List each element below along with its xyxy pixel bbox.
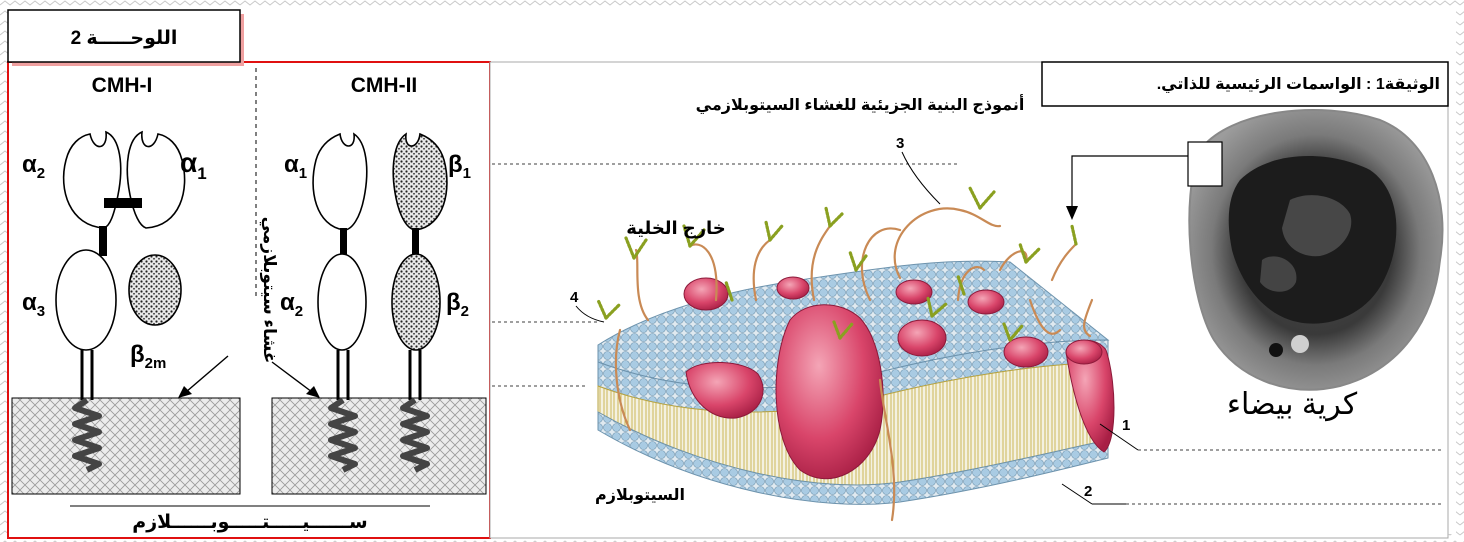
cmh2-a1-domain [313, 134, 367, 230]
cmh2-b1-domain [393, 134, 447, 230]
cytoplasm-label: السيتوبلازم [595, 487, 685, 504]
cmh1-link [104, 198, 142, 208]
zoom-marker-box [1188, 142, 1222, 186]
panel2-title-tab: اللوحـــــة 2 [8, 10, 244, 66]
outside-cell-label: خارج الخلية [626, 218, 726, 239]
membrane-vertical-label: غشاء سيتوبلازمي [259, 217, 279, 364]
callout-4: 4 [570, 289, 579, 306]
cell-label: كرية بيضاء [1227, 388, 1358, 421]
panel2-title: اللوحـــــة 2 [71, 28, 178, 49]
membrane-model-title: أنموذج البنية الجزيئية للغشاء السيتوبلاز… [696, 94, 1025, 115]
callout-3: 3 [896, 135, 904, 152]
membrane-block-cmh1 [12, 398, 240, 494]
callout-2: 2 [1084, 483, 1092, 500]
integral-protein-large [776, 305, 883, 479]
cmh1-b2m-domain [129, 255, 181, 325]
cytoplasm-bottom-label: ســــــيـــــتـــــوبــــــلازم [132, 512, 367, 533]
cmh2-b2-domain [392, 254, 440, 350]
label-cmh2: CMH-II [351, 74, 418, 97]
cmh2-a2-domain [318, 254, 366, 350]
doc1-title: الوثيقة1 : الواسمات الرئيسية للذاتي. [1157, 76, 1440, 94]
cmh1-a3-domain [56, 250, 116, 350]
leukocyte-image [1189, 110, 1442, 390]
callout-1: 1 [1122, 417, 1130, 434]
membrane-block-cmh2 [272, 398, 486, 494]
label-cmh1: CMH-I [92, 74, 153, 97]
